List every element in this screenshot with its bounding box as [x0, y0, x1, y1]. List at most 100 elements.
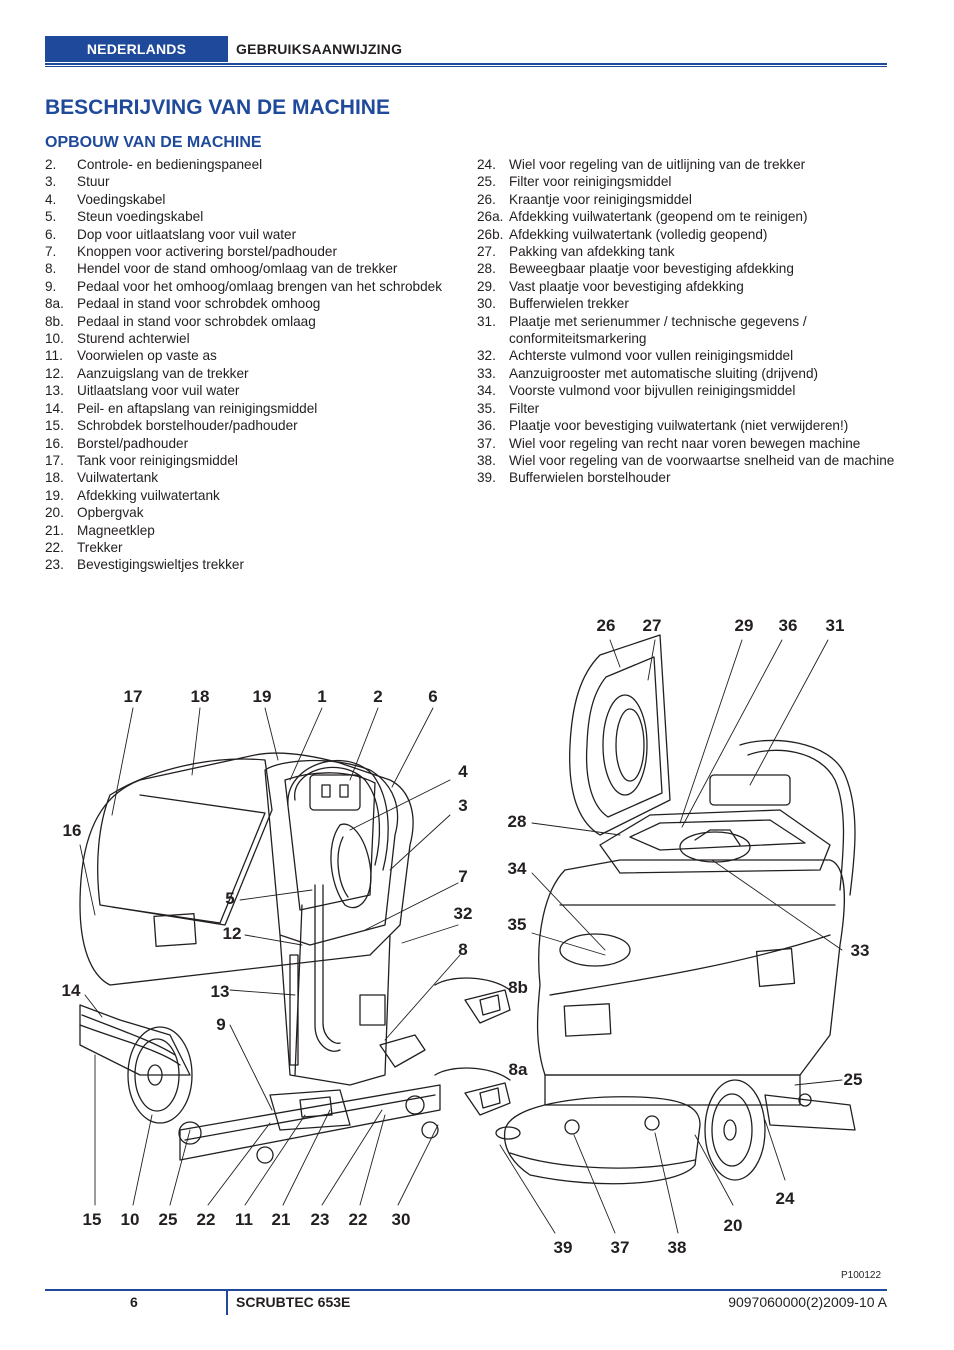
item-text: Uitlaatslang voor vuil water — [77, 383, 240, 399]
item-text: Voorste vulmond voor bijvullen reiniging… — [509, 383, 796, 399]
item-number: 37. — [477, 435, 496, 451]
item-number: 27. — [477, 244, 496, 260]
item-text: Bevestigingswieltjes trekker — [77, 557, 244, 573]
footer-divider — [226, 1291, 228, 1315]
list-item: 33. Aanzuigrooster met automatische sluit… — [477, 365, 897, 382]
callout-8b: 8b — [508, 978, 528, 997]
list-item: 31.Plaatje met serienummer / technische … — [477, 313, 897, 348]
list-item: 24. Wiel voor regeling van de uitlijning … — [477, 156, 897, 173]
list-item: 10.Sturend achterwiel — [45, 330, 445, 347]
item-text: Plaatje voor bevestiging vuilwatertank (… — [509, 418, 849, 434]
item-text: Trekker — [77, 539, 123, 555]
callout-31: 31 — [825, 616, 845, 635]
callout-25: 25 — [158, 1210, 178, 1229]
item-text: Dop voor uitlaatslang voor vuil water — [77, 226, 297, 242]
machine-rear-view — [79, 752, 441, 1164]
item-text: Bufferwielen borstelhouder — [509, 470, 671, 486]
callout-2: 2 — [373, 687, 383, 706]
item-number: 5. — [45, 209, 57, 225]
list-item: 8a.Pedaal in stand voor schrobdek omhoog — [45, 295, 445, 312]
item-text: Afdekking vuilwatertank (geopend om te r… — [509, 209, 808, 225]
item-number: 3. — [45, 174, 57, 190]
callout-35: 35 — [507, 915, 527, 934]
callout-10: 10 — [120, 1210, 140, 1229]
list-item: 32.Achterste vulmond voor vullen reinigi… — [477, 347, 897, 364]
item-number: 34. — [477, 383, 496, 399]
list-item: 26a.Afdekking vuilwatertank (geopend om … — [477, 208, 897, 225]
list-item: 8.Hendel voor de stand omhoog/omlaag van… — [45, 260, 445, 277]
item-number: 33. — [477, 365, 496, 381]
callout-3: 3 — [458, 796, 468, 815]
callout-11: 11 — [235, 1210, 253, 1229]
item-number: 35. — [477, 400, 496, 416]
callout-15: 15 — [82, 1210, 102, 1229]
list-item: 14.Peil- en aftapslang van reinigingsmid… — [45, 400, 445, 417]
footer-rule — [45, 1289, 887, 1291]
item-text: Tank voor reinigingsmiddel — [77, 452, 238, 468]
list-item: 21.Magneetklep — [45, 522, 445, 539]
figure-code: P100122 — [841, 1270, 882, 1281]
item-number: 22. — [45, 539, 64, 555]
language-tab: NEDERLANDS — [45, 36, 228, 62]
item-number: 16. — [45, 435, 64, 451]
callout-24: 24 — [775, 1189, 795, 1208]
callout-20: 20 — [723, 1216, 743, 1235]
list-item: 23. Bevestigingswieltjes trekker — [45, 556, 445, 573]
item-number: 21. — [45, 522, 64, 538]
item-text: Pakking van afdekking tank — [509, 244, 675, 260]
item-text: Filter — [509, 400, 540, 416]
item-text: Aanzuigrooster met automatische sluiting… — [509, 365, 819, 381]
item-text: Voedingskabel — [77, 191, 166, 207]
list-item: 26. Kraantje voor reinigingsmiddel — [477, 191, 897, 208]
callout-6: 6 — [428, 687, 438, 706]
callout-33: 33 — [850, 941, 870, 960]
list-item: 17.Tank voor reinigingsmiddel — [45, 452, 445, 469]
item-text: Kraantje voor reinigingsmiddel — [509, 191, 692, 207]
list-item: 13.Uitlaatslang voor vuil water — [45, 382, 445, 399]
item-number: 39. — [477, 470, 496, 486]
list-item: 16.Borstel/padhouder — [45, 435, 445, 452]
callout-26: 26 — [596, 616, 616, 635]
callout-8a: 8a — [508, 1060, 528, 1079]
item-text: Knoppen voor activering borstel/padhoude… — [77, 244, 337, 260]
item-number: 30. — [477, 296, 496, 312]
item-text: Controle- en bedieningspaneel — [77, 157, 263, 172]
callout-1: 1 — [317, 687, 327, 706]
item-number: 4. — [45, 191, 57, 207]
item-number: 32. — [477, 348, 496, 364]
list-item: 37.Wiel voor regeling van recht naar vor… — [477, 435, 897, 452]
callout-4: 4 — [458, 762, 468, 781]
list-item: 20.Opbergvak — [45, 504, 445, 521]
list-item: 36.Plaatje voor bevestiging vuilwatertan… — [477, 417, 897, 434]
item-text: Aanzuigslang van de trekker — [77, 365, 249, 381]
item-number: 28. — [477, 261, 496, 277]
machine-drawing — [79, 634, 856, 1234]
item-number: 11. — [45, 348, 63, 364]
parts-list-right: 24. Wiel voor regeling van de uitlijning … — [477, 156, 897, 487]
callout-28: 28 — [507, 812, 527, 831]
item-number: 24. — [477, 157, 496, 172]
model-name: SCRUBTEC 653E — [236, 1294, 351, 1310]
list-item: 38.Wiel voor regeling van de voorwaartse… — [477, 452, 897, 469]
callout-21: 21 — [271, 1210, 291, 1229]
item-text: Steun voedingskabel — [77, 209, 204, 225]
item-number: 18. — [45, 470, 64, 486]
document-code: 9097060000(2)2009-10 A — [728, 1294, 887, 1310]
item-text: Hendel voor de stand omhoog/omlaag van d… — [77, 261, 398, 277]
item-number: 12. — [45, 365, 64, 381]
item-number: 23. — [45, 557, 64, 573]
section-title: OPBOUW VAN DE MACHINE — [45, 134, 262, 151]
item-text: Voorwielen op vaste as — [77, 348, 217, 364]
item-number: 6. — [45, 226, 57, 242]
item-number: 26. — [477, 191, 496, 207]
item-number: 29. — [477, 278, 496, 294]
list-item: 19.Afdekking vuilwatertank — [45, 487, 445, 504]
page-title: BESCHRIJVING VAN DE MACHINE — [45, 96, 390, 119]
item-text: Filter voor reinigingsmiddel — [509, 174, 672, 190]
item-text: Wiel voor regeling van de uitlijning van… — [509, 157, 806, 172]
page-number: 6 — [130, 1294, 138, 1310]
item-number: 9. — [45, 278, 57, 294]
callout-17: 17 — [123, 687, 143, 706]
item-text: Afdekking vuilwatertank — [77, 487, 220, 503]
